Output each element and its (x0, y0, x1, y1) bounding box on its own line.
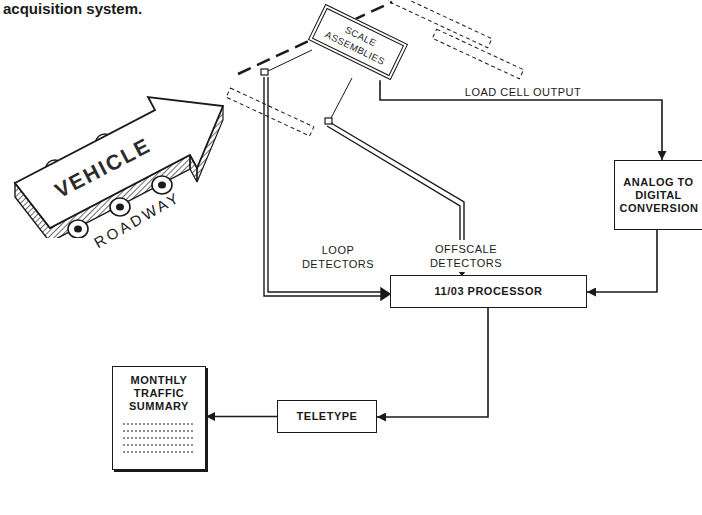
conversion-box: ANALOG TO DIGITAL CONVERSION (614, 160, 702, 230)
box-label: 11/03 PROCESSOR (396, 285, 581, 298)
loop-detector-line (264, 77, 382, 296)
box-label: SCALE ASSEMBLIES (315, 12, 400, 71)
wheel (68, 220, 88, 238)
sensor-strip (432, 29, 523, 79)
signal-connector (587, 230, 657, 292)
report-line (123, 444, 195, 445)
vehicle-top (15, 97, 223, 228)
box-label: ANALOG TO DIGITAL CONVERSION (620, 176, 698, 215)
wire (266, 50, 312, 72)
caption-title: acquisition system. (3, 2, 142, 16)
signal-connector (206, 416, 277, 418)
signal-connector (380, 80, 662, 160)
box-label: TELETYPE (282, 410, 372, 423)
box-label: MONTHLY TRAFFIC SUMMARY (117, 374, 201, 413)
wheel (152, 176, 172, 194)
scale-assembly-box: SCALE ASSEMBLIES (308, 4, 408, 80)
report-line (123, 430, 195, 431)
report-line (123, 423, 195, 424)
wheel-hub (158, 182, 166, 189)
wheel-hub (116, 204, 124, 211)
signal-label: OFFSCALE DETECTORS (418, 240, 514, 272)
teletype-box: TELETYPE (277, 400, 377, 433)
detector-wires (266, 50, 352, 120)
arrowhead (381, 288, 390, 300)
report-line (123, 451, 195, 452)
sensor-strip (226, 88, 314, 136)
vehicle-arrow: VEHICLE (5, 88, 240, 238)
wheel (110, 198, 130, 216)
report-line (123, 437, 195, 438)
signal-connector (377, 308, 488, 417)
signal-label: LOAD CELL OUTPUT (448, 85, 598, 99)
processor-box: 11/03 PROCESSOR (390, 275, 587, 308)
loop-detector-symbol (261, 69, 268, 75)
report-document: MONTHLY TRAFFIC SUMMARY (112, 366, 206, 470)
loop-detector-line (268, 77, 382, 292)
report-lines (115, 420, 205, 463)
signal-label: LOOP DETECTORS (298, 243, 378, 271)
sensor-strips (226, 0, 523, 136)
wire (330, 78, 352, 120)
sensor-strip (388, 0, 492, 48)
wheel-hub (74, 226, 82, 233)
roadway (226, 0, 523, 136)
